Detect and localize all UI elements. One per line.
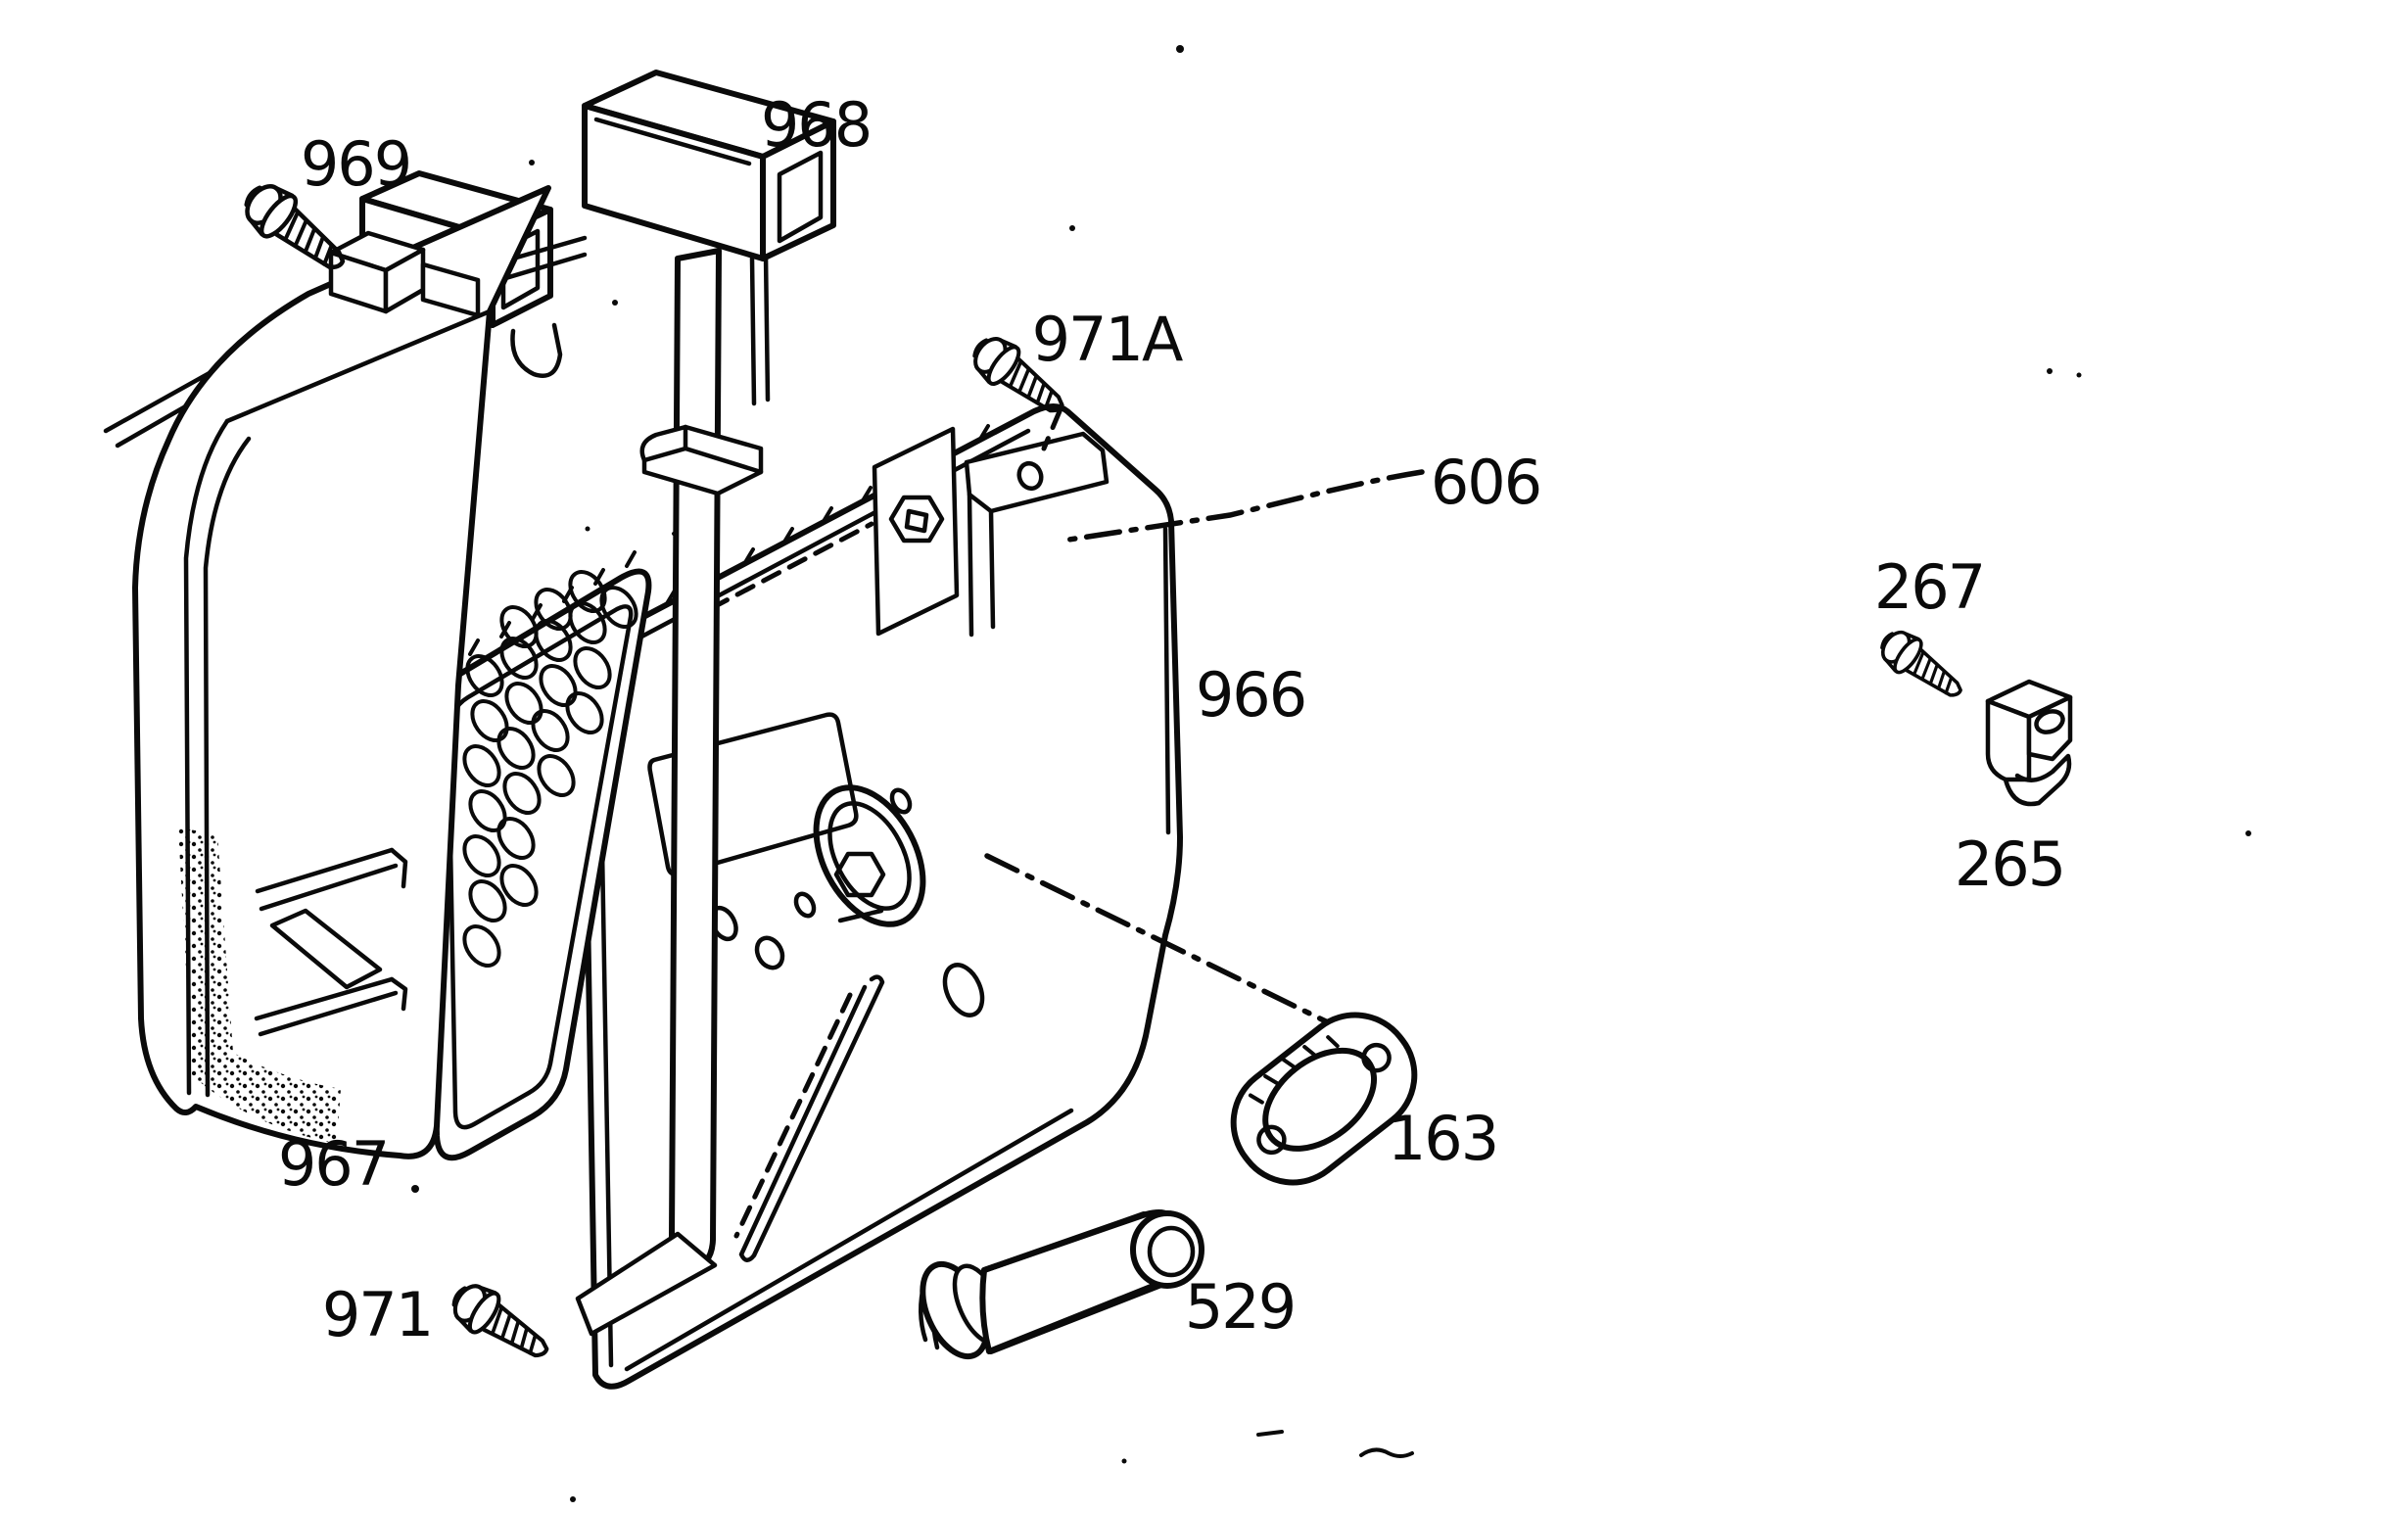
- frame-hook-flange: [639, 424, 764, 496]
- cover-top-bump: [328, 230, 481, 318]
- cover-latch-clip: [254, 847, 408, 1037]
- muffler-body-966: [580, 403, 1183, 1390]
- frame-foot: [575, 1231, 718, 1337]
- rib-slot: [733, 974, 885, 1262]
- callout-606: 606: [1431, 447, 1540, 518]
- leader-971a: [1041, 408, 1062, 451]
- gasket-163: [1230, 1012, 1418, 1186]
- callout-265: 265: [1955, 828, 2064, 900]
- callout-966: 966: [1196, 659, 1305, 731]
- callout-967: 967: [278, 1128, 388, 1200]
- callout-969: 969: [301, 128, 410, 200]
- callout-163: 163: [1388, 1103, 1497, 1174]
- leader-axis-to-gasket: [984, 853, 1331, 1025]
- frame-leg: [669, 248, 722, 1273]
- mount-pad-with-bolt: [872, 426, 960, 637]
- honeycomb-mesh: [462, 550, 638, 968]
- callout-267: 267: [1874, 551, 1984, 623]
- page-specks: [411, 45, 2251, 1502]
- small-holes: [709, 787, 985, 1017]
- callout-968: 968: [761, 89, 871, 161]
- callout-971: 971: [322, 1279, 432, 1350]
- outlet-hole: [813, 784, 926, 927]
- cover: [132, 185, 551, 1159]
- pipe-529: [919, 1209, 1204, 1360]
- cover-stipple: [178, 827, 341, 1144]
- clamp-265: [1985, 679, 2073, 807]
- callout-529: 529: [1185, 1271, 1295, 1343]
- callouts: 969 968 971A 606 966 967 971 529 163 267…: [278, 89, 2066, 1350]
- screw-267: [1871, 621, 1973, 711]
- screw-971: [445, 1276, 557, 1371]
- leader-606: [1060, 469, 1425, 544]
- frame-box-right: [582, 70, 836, 261]
- frame-notch: [510, 322, 563, 378]
- callout-971a: 971A: [1032, 304, 1183, 375]
